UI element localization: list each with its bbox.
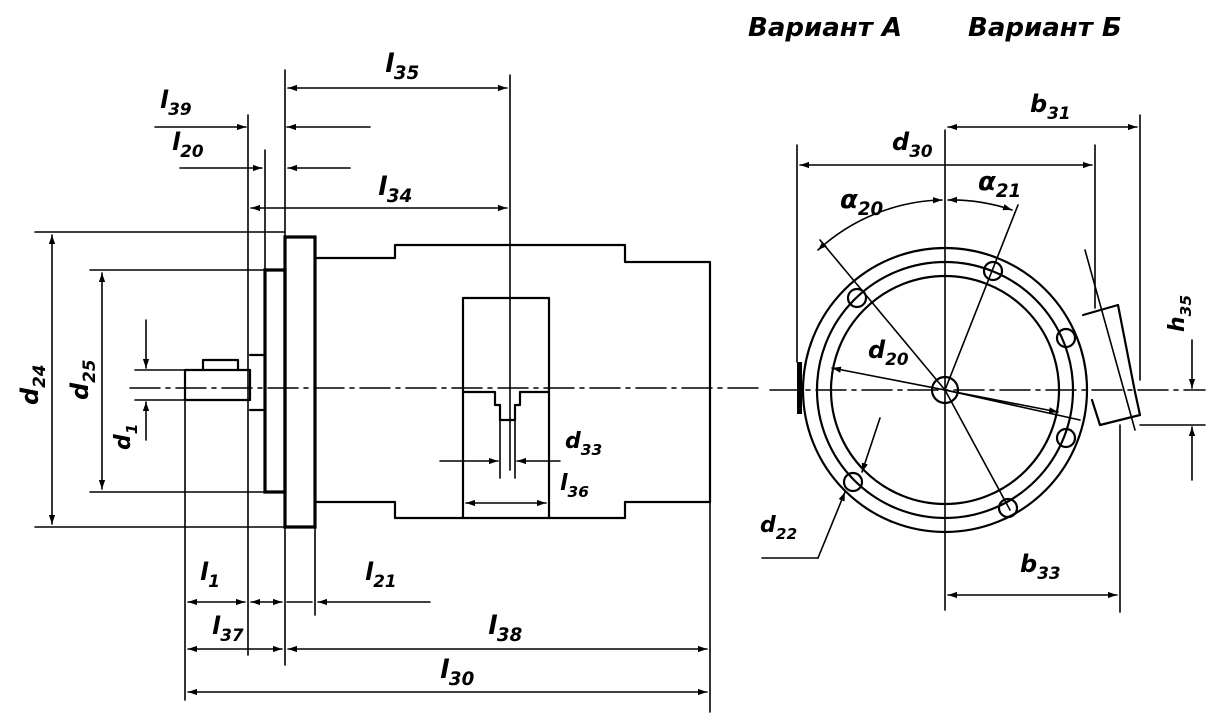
dim-alpha21-arc <box>947 196 1013 211</box>
bolt-hole <box>846 287 868 309</box>
label-d25: d25 <box>66 359 99 400</box>
collar-circle <box>829 274 1061 506</box>
bolt-hole <box>997 497 1019 519</box>
dim-d20 <box>831 366 1059 414</box>
label-l37: l37 <box>212 612 244 645</box>
terminal-box-base <box>461 390 551 422</box>
bolt-circle <box>815 260 1075 520</box>
radial-line <box>944 204 1019 391</box>
label-alpha21: α21 <box>978 167 1021 202</box>
end-view <box>761 114 1206 613</box>
label-l34: l34 <box>378 172 412 207</box>
label-d1: d1 <box>111 424 141 450</box>
variant-a-title: Вариант А <box>748 13 902 43</box>
label-l21: l21 <box>365 558 397 591</box>
bolt-hole <box>1055 327 1077 349</box>
label-d33: d33 <box>565 429 602 459</box>
hub <box>248 353 267 412</box>
bolt-hole <box>842 471 864 493</box>
motor-body <box>313 243 712 520</box>
label-b31: b31 <box>1030 90 1071 123</box>
label-l39: l39 <box>160 86 192 119</box>
dim-alpha20-arc <box>817 197 943 251</box>
label-h35: h35 <box>1165 295 1195 332</box>
terminal-box-end <box>1081 303 1142 427</box>
radial-line <box>944 389 1011 511</box>
label-l38: l38 <box>488 611 522 646</box>
label-alpha20: α20 <box>840 185 883 220</box>
terminal-box-axis <box>1084 249 1136 431</box>
bolt-hole <box>1055 427 1077 449</box>
key-mark <box>797 362 802 414</box>
flange-outer-circle <box>801 246 1089 534</box>
label-d24: d24 <box>16 364 49 405</box>
dim-d22-lower <box>817 491 846 559</box>
flange-plate <box>283 235 317 529</box>
label-l1: l1 <box>200 558 220 591</box>
dimension-labels: l35 l39 l20 l34 d24 d25 d1 d33 l36 l1 l3… <box>16 49 1195 690</box>
label-d22: d22 <box>760 513 797 543</box>
variant-titles: Вариант А Вариант Б <box>748 13 1122 43</box>
shaft <box>183 368 252 402</box>
label-b33: b33 <box>1020 550 1061 583</box>
label-l20: l20 <box>172 128 204 161</box>
variant-b-title: Вариант Б <box>968 13 1122 43</box>
label-d20: d20 <box>868 336 909 369</box>
terminal-box <box>461 296 551 519</box>
radial-line <box>819 239 946 391</box>
label-d30: d30 <box>892 128 933 161</box>
label-l30: l30 <box>440 655 474 690</box>
bolt-hole <box>982 260 1004 282</box>
label-l36: l36 <box>560 471 589 501</box>
shaft-key <box>201 358 240 372</box>
dim-d22-upper <box>861 417 881 473</box>
label-l35: l35 <box>385 49 419 84</box>
side-view <box>34 69 761 713</box>
centering-collar <box>263 268 287 494</box>
